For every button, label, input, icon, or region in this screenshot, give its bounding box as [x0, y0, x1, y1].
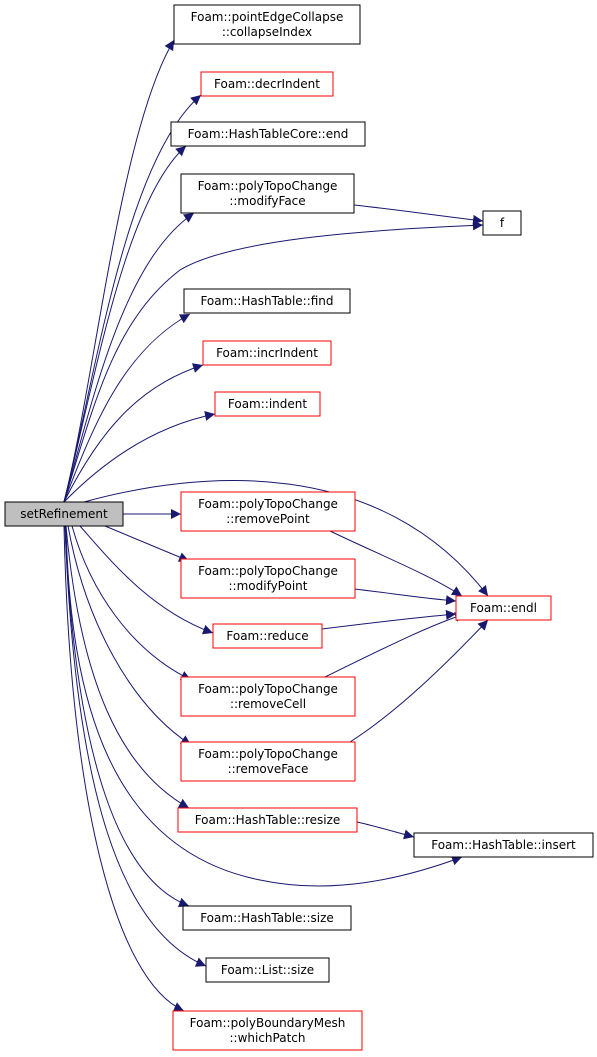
- node-box: [214, 391, 321, 417]
- node-label: Foam::HashTableCore::end: [188, 127, 349, 141]
- edge-root-to-n16: [63, 525, 185, 1012]
- edge-root-to-n14: [64, 525, 190, 908]
- node-label: Foam::endl: [470, 601, 537, 615]
- node-label: ::modifyFace: [229, 194, 305, 208]
- node-label: Foam::HashTable::resize: [195, 813, 341, 827]
- edge-root-to-n15: [64, 525, 207, 967]
- node-box: [455, 595, 552, 621]
- node-endl[interactable]: Foam::endl: [455, 595, 552, 621]
- node-n15[interactable]: Foam::List::size: [205, 957, 330, 983]
- node-label: Foam::polyBoundaryMesh: [190, 1016, 346, 1030]
- node-label: f: [500, 216, 505, 230]
- node-f[interactable]: f: [482, 210, 522, 236]
- node-label: Foam::indent: [228, 397, 307, 411]
- node-box: [173, 4, 361, 45]
- node-label: Foam::polyTopoChange: [198, 682, 338, 696]
- edge-root-to-n5: [63, 313, 191, 503]
- node-box: [170, 121, 366, 147]
- edge-root-to-n1: [63, 39, 175, 503]
- node-label: Foam::List::size: [221, 963, 314, 977]
- node-label: Foam::HashTable::size: [200, 911, 334, 925]
- node-label: Foam::polyTopoChange: [198, 179, 338, 193]
- node-n5[interactable]: Foam::HashTable::find: [183, 288, 351, 314]
- node-box: [180, 741, 356, 782]
- edge-root-to-n10: [79, 525, 214, 635]
- node-label: Foam::pointEdgeCollapse: [191, 10, 344, 24]
- node-box: [183, 288, 351, 314]
- node-n10[interactable]: Foam::reduce: [212, 623, 323, 649]
- node-box: [202, 340, 332, 366]
- edge-root-to-n4: [63, 212, 195, 503]
- edge-root-to-n3: [63, 145, 187, 503]
- node-box: [177, 807, 358, 833]
- node-n2[interactable]: Foam::decrIndent: [200, 71, 334, 97]
- node-n16[interactable]: Foam::polyBoundaryMesh::whichPatch: [172, 1010, 363, 1051]
- edge-root-to-n13: [65, 525, 190, 809]
- node-box: [182, 905, 352, 931]
- edge-root-to-n7: [63, 411, 216, 503]
- node-box: [180, 558, 356, 599]
- node-insert[interactable]: Foam::HashTable::insert: [413, 832, 594, 858]
- edge-root-to-f: [63, 220, 484, 503]
- edge-layer: [63, 39, 489, 1012]
- node-layer: setRefinement Foam::pointEdgeCollapse::co…: [4, 4, 594, 1051]
- node-box: [4, 501, 124, 527]
- node-box: [180, 676, 356, 717]
- node-label: ::removeCell: [230, 697, 306, 711]
- node-box: [212, 623, 323, 649]
- node-box: [482, 210, 522, 236]
- edge-n11-to-endl: [324, 612, 466, 678]
- node-n6[interactable]: Foam::incrIndent: [202, 340, 332, 366]
- node-box: [180, 173, 355, 214]
- node-box: [172, 1010, 363, 1051]
- node-label: ::modifyPoint: [229, 579, 308, 593]
- edge-n8-to-endl: [329, 530, 463, 597]
- node-label: ::whichPatch: [229, 1031, 305, 1045]
- node-box: [413, 832, 594, 858]
- node-n11[interactable]: Foam::polyTopoChange::removeCell: [180, 676, 356, 717]
- node-label: ::removeFace: [228, 762, 309, 776]
- edge-n12-to-endl: [349, 619, 489, 743]
- node-label: Foam::incrIndent: [216, 346, 318, 360]
- node-label: setRefinement: [20, 507, 108, 521]
- node-n12[interactable]: Foam::polyTopoChange::removeFace: [180, 741, 356, 782]
- node-n8[interactable]: Foam::polyTopoChange::removePoint: [180, 491, 356, 532]
- node-n9[interactable]: Foam::polyTopoChange::modifyPoint: [180, 558, 356, 599]
- edge-n4-to-f: [353, 204, 484, 225]
- node-label: Foam::HashTable::insert: [431, 838, 576, 852]
- node-label: Foam::decrIndent: [214, 77, 320, 91]
- edge-n10-to-endl: [321, 609, 457, 630]
- node-box: [205, 957, 330, 983]
- node-n13[interactable]: Foam::HashTable::resize: [177, 807, 358, 833]
- node-box: [180, 491, 356, 532]
- edge-root-to-endl: [83, 480, 489, 597]
- edge-root-to-n9: [104, 525, 190, 562]
- node-label: ::collapseIndex: [222, 25, 312, 39]
- node-label: Foam::HashTable::find: [200, 294, 333, 308]
- node-box: [200, 71, 334, 97]
- edge-root-to-n6: [63, 363, 204, 503]
- node-label: ::removePoint: [226, 512, 310, 526]
- edge-n9-to-endl: [353, 588, 457, 606]
- node-n3[interactable]: Foam::HashTableCore::end: [170, 121, 366, 147]
- edge-root-to-n12: [67, 525, 192, 746]
- edge-n13-to-insert: [356, 821, 415, 840]
- edge-root-to-n11: [71, 525, 192, 681]
- node-label: Foam::polyTopoChange: [198, 747, 338, 761]
- node-label: Foam::polyTopoChange: [198, 564, 338, 578]
- node-n1[interactable]: Foam::pointEdgeCollapse::collapseIndex: [173, 4, 361, 45]
- node-label: Foam::reduce: [226, 629, 308, 643]
- edge-root-to-insert: [65, 525, 463, 887]
- node-n7[interactable]: Foam::indent: [214, 391, 321, 417]
- node-label: Foam::polyTopoChange: [198, 497, 338, 511]
- node-root: setRefinement: [4, 501, 124, 527]
- node-n14[interactable]: Foam::HashTable::size: [182, 905, 352, 931]
- node-n4[interactable]: Foam::polyTopoChange::modifyFace: [180, 173, 355, 214]
